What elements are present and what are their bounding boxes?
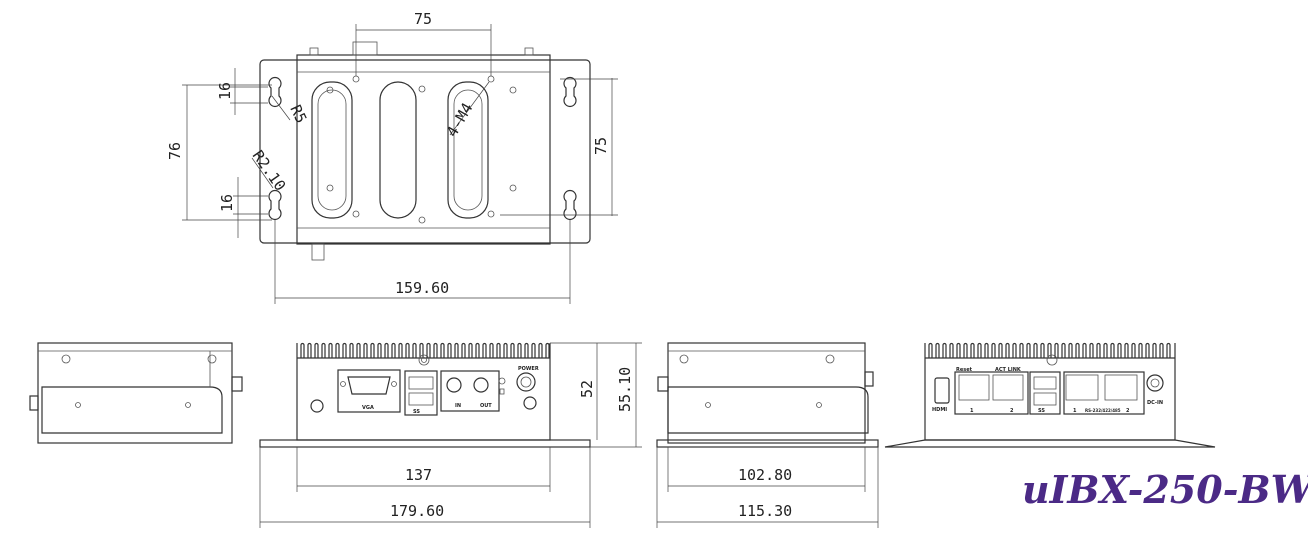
dim-radius-r5: R5	[286, 102, 310, 126]
connector-top	[352, 41, 378, 56]
front-flange	[259, 439, 591, 448]
side-dimension-lines	[656, 447, 879, 528]
screw-holes	[326, 75, 517, 224]
com1-label: 1	[1073, 408, 1077, 414]
front-chassis	[296, 358, 551, 441]
rear-view: HDMI Reset ACT LINK 1 2 SS 1 RS-232/422/…	[884, 342, 1216, 448]
top-view: 75 16 76 16 R5 R2.10 4-M4 75 159.60	[166, 10, 618, 304]
model-title: uIBX-250-BW	[1022, 467, 1308, 512]
side-chassis-right	[667, 342, 866, 444]
dim-height-52: 52	[578, 380, 596, 398]
dim-flange-width-179-60: 179.60	[390, 502, 444, 520]
lan2-label: 2	[1010, 408, 1014, 414]
side-chassis	[37, 342, 233, 444]
mounting-bracket	[259, 59, 591, 244]
hdmi-port: HDMI	[932, 377, 950, 413]
side-flange	[656, 439, 879, 448]
dim-depth-102-80: 102.80	[738, 466, 792, 484]
dim-radius-r2-10: R2.10	[249, 147, 290, 194]
vga-port: VGA	[337, 369, 401, 413]
fin	[296, 342, 551, 359]
front-dimension-lines	[259, 342, 642, 528]
com-ports: 1 RS-232/422/485 2	[1063, 371, 1145, 415]
audio-ports: IN OUT	[440, 370, 500, 412]
dim-width-159-60: 159.60	[395, 279, 449, 297]
led-label: ACT LINK	[995, 367, 1022, 373]
usb-ports-rear: SS	[1029, 371, 1061, 415]
com2-label: 2	[1126, 408, 1130, 414]
lan1-label: 1	[970, 408, 974, 414]
dim-slot-16-lower: 16	[218, 194, 236, 212]
audio-in-label: IN	[455, 403, 461, 409]
dim-hole-spacing-right: 75	[592, 137, 610, 155]
chassis-outline	[296, 54, 551, 245]
audio-out-label: OUT	[480, 403, 492, 409]
dc-in-jack: DC-IN	[1146, 374, 1164, 406]
rear-flange	[884, 439, 1216, 448]
side-bracket	[41, 386, 223, 434]
usb-ports: SS	[404, 370, 438, 416]
cooling-fins-rear	[924, 342, 1176, 359]
left-side-view	[29, 342, 243, 444]
dim-slot-16-upper: 16	[216, 82, 234, 100]
right-side-view: 102.80 115.30	[656, 342, 879, 528]
top-dimension-lines	[182, 24, 618, 304]
dim-hole-spacing-top: 75	[414, 10, 432, 28]
power-label: POWER	[518, 366, 539, 372]
dim-height-76: 76	[166, 142, 184, 160]
dc-in-label: DC-IN	[1147, 400, 1163, 406]
usb-label-rear: SS	[1038, 408, 1045, 414]
usb-label: SS	[413, 409, 420, 415]
hdmi-label: HDMI	[932, 407, 947, 413]
dim-height-55-10: 55.10	[616, 367, 634, 412]
vent-slots	[311, 81, 489, 219]
cooling-fins	[296, 342, 551, 359]
dim-depth-115-30: 115.30	[738, 502, 792, 520]
lan-ports: Reset ACT LINK 1 2	[954, 367, 1029, 415]
front-view: VGA SS IN OUT POWER 137 179.60 52 55.10	[259, 342, 642, 528]
com-type-label: RS-232/422/485	[1085, 408, 1121, 413]
reset-label: Reset	[956, 367, 973, 373]
dim-body-width-137: 137	[405, 466, 432, 484]
antenna-connector	[311, 243, 325, 261]
keyhole-slots	[268, 77, 577, 220]
power-button: POWER	[516, 366, 539, 392]
fin	[924, 342, 1176, 359]
vga-label: VGA	[362, 405, 374, 411]
